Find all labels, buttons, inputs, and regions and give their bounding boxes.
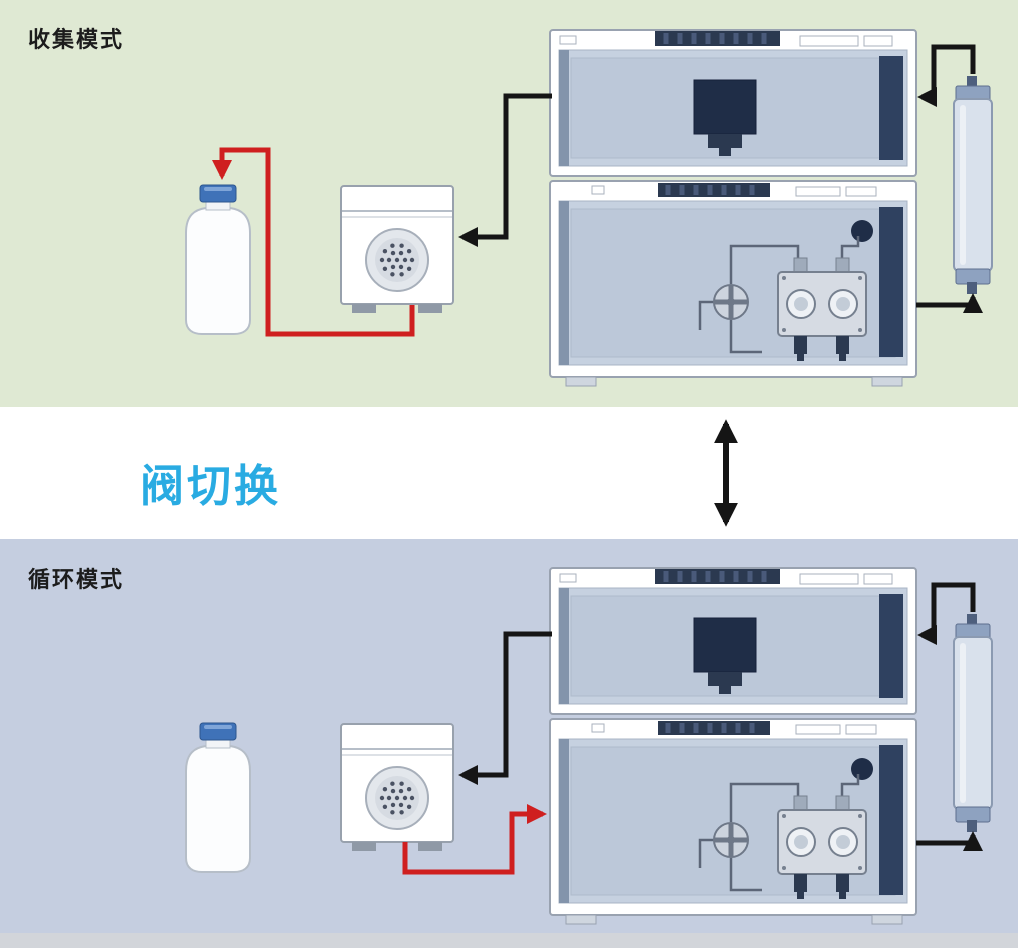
red-tube-to-pump — [402, 804, 547, 875]
valve-switch-section — [0, 407, 1018, 539]
red-tube-to-bottle — [212, 147, 415, 337]
collection-mode-label: 收集模式 — [28, 28, 125, 53]
circulation-mode-label: 循环模式 — [28, 568, 125, 593]
valve-switch-label: 阀切换 — [140, 461, 281, 512]
bottom-strip — [0, 933, 1018, 948]
system-circulation-mode — [186, 568, 992, 924]
